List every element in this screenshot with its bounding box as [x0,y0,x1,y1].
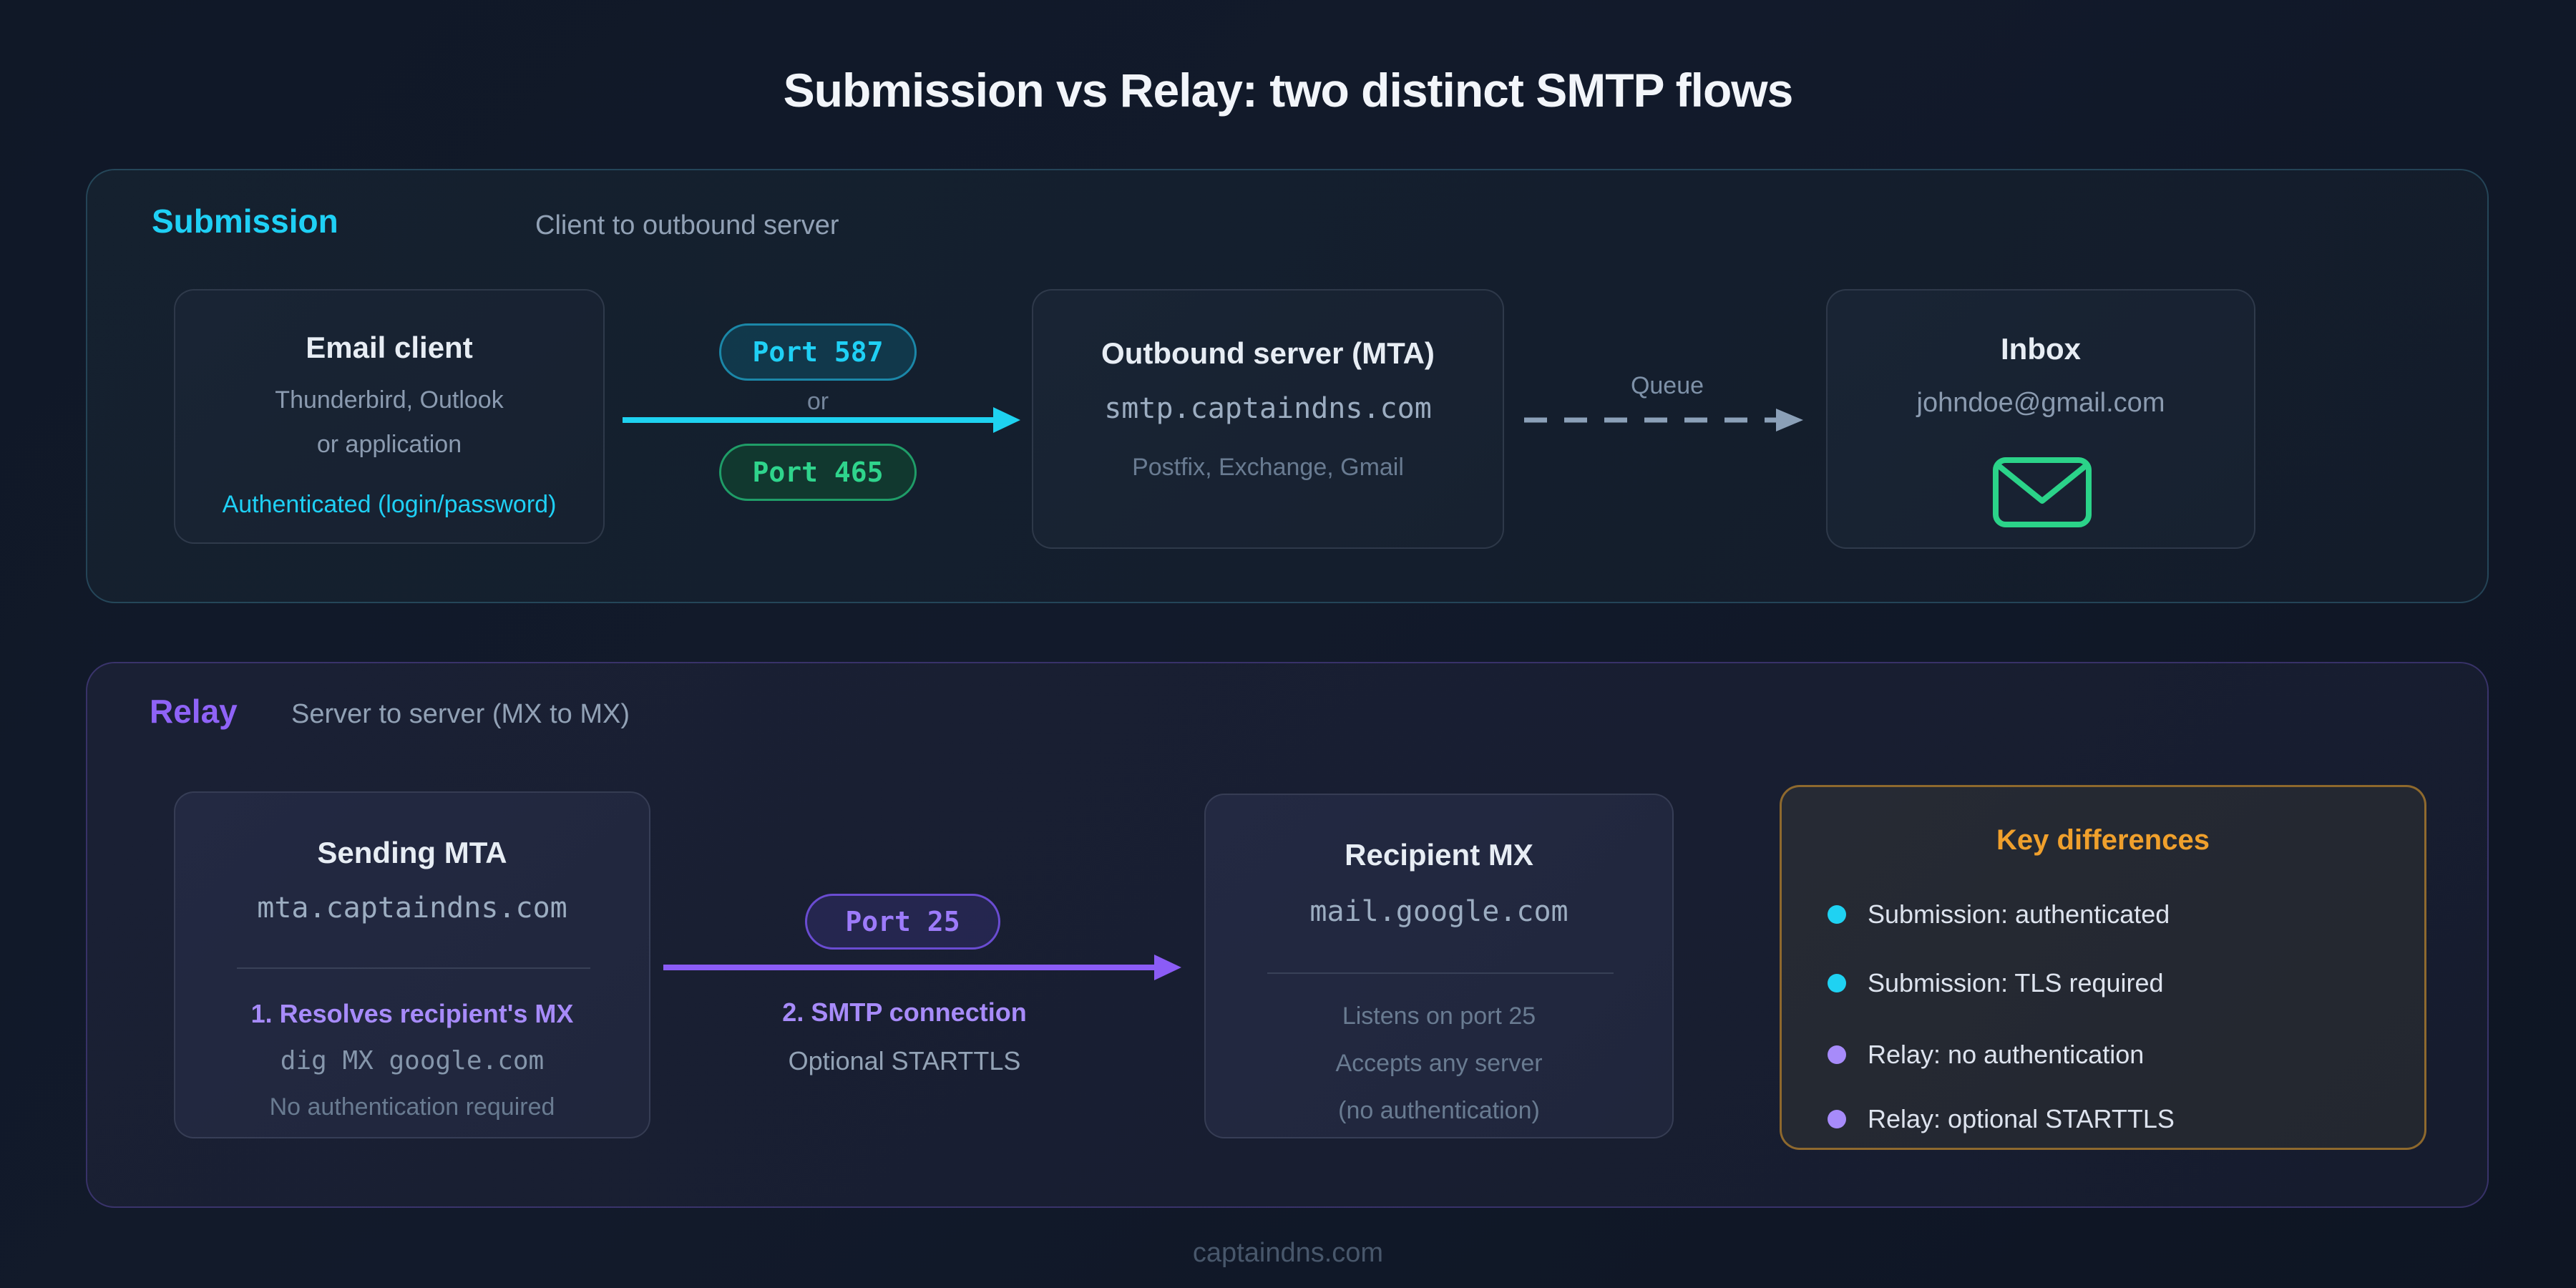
outbound-server-box: Outbound server (MTA) smtp.captaindns.co… [1032,289,1504,549]
key-diff-item: Relay: optional STARTTLS [1828,1101,2175,1138]
relay-arrow-icon [663,955,1181,980]
outbound-server-title: Outbound server (MTA) [1101,336,1435,370]
recipient-mx-line1: Listens on port 25 [1342,1002,1536,1030]
sending-mta-command: dig MX google.com [280,1046,545,1075]
submission-heading: Submission [152,203,338,240]
submission-subtitle: Client to outbound server [535,210,839,240]
bullet-dot-icon [1828,1045,1846,1064]
recipient-mx-box: Recipient MX mail.google.com Listens on … [1204,794,1674,1138]
port-25-label: Port 25 [845,906,960,937]
sending-mta-domain: mta.captaindns.com [257,892,567,924]
port-587-label: Port 587 [752,336,884,368]
relay-starttls-label: Optional STARTTLS [788,1046,1021,1075]
email-client-box: Email client Thunderbird, Outlook or app… [174,289,605,544]
email-client-line1: Thunderbird, Outlook [275,386,504,414]
port-25-badge: Port 25 [805,894,1000,950]
key-diff-item: Submission: TLS required [1828,965,2164,1002]
email-client-title: Email client [306,331,473,364]
sending-mta-divider [237,967,590,969]
queue-dashed-arrow-icon [1524,409,1803,431]
queue-label: Queue [1630,372,1704,399]
port-587-badge: Port 587 [719,323,917,381]
key-diff-label: Relay: optional STARTTLS [1868,1104,2175,1133]
footer-brand: captaindns.com [1192,1238,1384,1268]
sending-mta-step: 1. Resolves recipient's MX [250,999,574,1028]
inbox-email: johndoe@gmail.com [1916,388,2165,418]
or-label: or [806,388,829,415]
sending-mta-box: Sending MTA mta.captaindns.com 1. Resolv… [174,791,650,1138]
email-client-auth-note: Authenticated (login/password) [222,491,557,518]
outbound-server-examples: Postfix, Exchange, Gmail [1132,454,1404,481]
outbound-server-domain: smtp.captaindns.com [1104,392,1432,425]
envelope-icon [1993,457,2092,527]
bullet-dot-icon [1828,1110,1846,1128]
bullet-dot-icon [1828,974,1846,992]
recipient-mx-line2: Accepts any server [1335,1050,1543,1077]
inbox-box: Inbox johndoe@gmail.com [1826,289,2255,549]
key-diff-label: Submission: TLS required [1868,968,2164,997]
recipient-mx-line3: (no authentication) [1338,1097,1540,1124]
relay-subtitle: Server to server (MX to MX) [291,699,630,729]
key-differences-box: Key differences Submission: authenticate… [1780,785,2426,1150]
key-diff-label: Submission: authenticated [1868,899,2170,929]
recipient-mx-domain: mail.google.com [1309,895,1568,928]
port-465-badge: Port 465 [719,444,917,501]
sending-mta-note: No authentication required [269,1093,555,1121]
recipient-mx-title: Recipient MX [1345,838,1533,872]
relay-heading: Relay [150,693,238,730]
port-465-label: Port 465 [752,457,884,488]
inbox-title: Inbox [2001,332,2081,366]
bullet-dot-icon [1828,905,1846,924]
key-diff-label: Relay: no authentication [1868,1040,2145,1069]
key-diff-item: Submission: authenticated [1828,896,2170,933]
submission-panel: Submission Client to outbound server Ema… [86,169,2489,603]
key-differences-title: Key differences [1996,824,2210,856]
recipient-mx-divider [1267,972,1614,974]
email-client-line2: or application [316,431,462,458]
submission-arrow-icon [623,407,1020,433]
relay-panel: Relay Server to server (MX to MX) Sendin… [86,662,2489,1208]
relay-step2-label: 2. SMTP connection [782,997,1027,1027]
sending-mta-title: Sending MTA [317,836,507,869]
key-diff-item: Relay: no authentication [1828,1036,2144,1073]
page-title: Submission vs Relay: two distinct SMTP f… [783,64,1794,117]
